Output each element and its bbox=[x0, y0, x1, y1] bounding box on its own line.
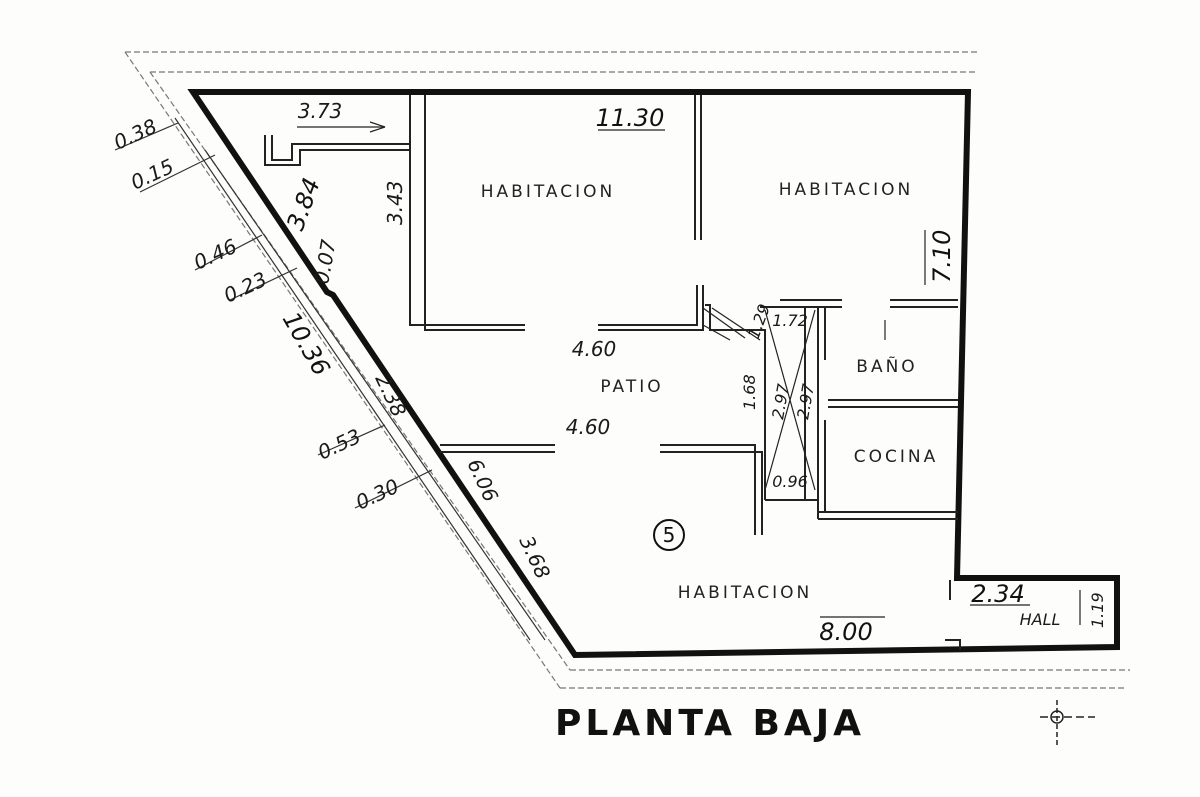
dim-710: 7.10 bbox=[928, 230, 956, 283]
room-label-cocina: COCINA bbox=[854, 447, 938, 467]
interior-walls bbox=[264, 95, 961, 650]
dim-left-1036: 10.36 bbox=[277, 307, 336, 381]
room-label-hall: HALL bbox=[1020, 610, 1061, 629]
room-label-habitacion-3: HABITACION bbox=[678, 583, 812, 603]
dim-top-total: 11.30 bbox=[596, 104, 665, 132]
dim-238: 2.38 bbox=[370, 370, 411, 421]
dim-172: 1.72 bbox=[772, 311, 808, 330]
room-label-bano: BAÑO bbox=[856, 355, 917, 377]
dim-left-038: 0.38 bbox=[110, 114, 161, 155]
dim-top-left: 3.73 bbox=[298, 99, 343, 123]
stair-cross-bracing bbox=[702, 307, 816, 491]
dim-patio-bottom: 4.60 bbox=[566, 415, 611, 439]
dim-left-053: 0.53 bbox=[314, 424, 365, 465]
room-label-habitacion-1: HABITACION bbox=[481, 182, 615, 202]
dim-096: 0.96 bbox=[772, 472, 808, 491]
dim-007: 0.07 bbox=[309, 238, 340, 286]
dim-left-015: 0.15 bbox=[127, 154, 178, 195]
unit-number-circle bbox=[653, 519, 685, 551]
dim-hall-234: 2.34 bbox=[971, 580, 1024, 608]
dim-left-023: 0.23 bbox=[220, 267, 271, 308]
dim-297b: 2.97 bbox=[793, 382, 818, 421]
top-dimension-lines bbox=[297, 121, 1081, 625]
room-label-patio: PATIO bbox=[600, 377, 663, 397]
dim-patio-top: 4.60 bbox=[572, 337, 617, 361]
dim-168: 1.68 bbox=[740, 374, 759, 410]
dim-384: 3.84 bbox=[281, 174, 326, 234]
outer-walls bbox=[187, 89, 1120, 659]
dim-343: 3.43 bbox=[383, 180, 407, 225]
title-marker bbox=[1040, 700, 1095, 745]
room-label-habitacion-2: HABITACION bbox=[779, 180, 913, 200]
left-dimension-lines bbox=[114, 117, 546, 641]
dim-129: 1.29 bbox=[744, 301, 774, 341]
dim-800: 8.00 bbox=[819, 618, 872, 646]
dim-hall-119: 1.19 bbox=[1088, 592, 1107, 628]
unit-number: 5 bbox=[663, 523, 676, 547]
drawing-title: PLANTA BAJA bbox=[555, 703, 865, 744]
dim-left-030: 0.30 bbox=[352, 474, 403, 515]
dim-left-046: 0.46 bbox=[190, 234, 241, 275]
dim-297a: 2.97 bbox=[768, 382, 793, 421]
